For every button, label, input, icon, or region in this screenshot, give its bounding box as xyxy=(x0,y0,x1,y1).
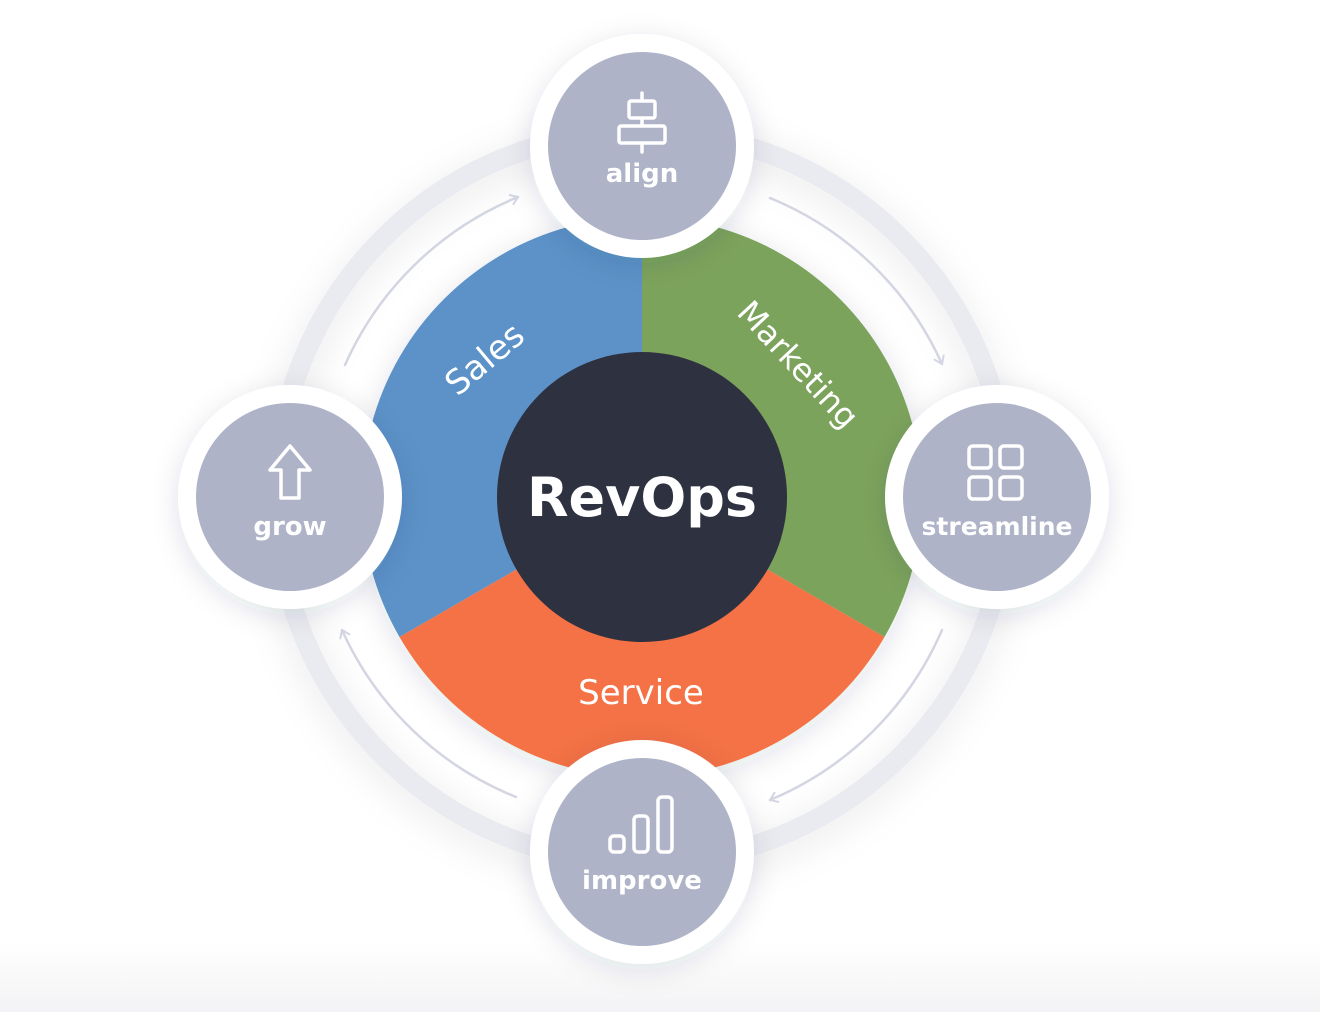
flow-arrow-improve-to-grow xyxy=(339,628,518,799)
center-circle xyxy=(497,352,787,642)
grid-icon xyxy=(967,444,1024,501)
node-improve[interactable]: improve xyxy=(530,740,754,964)
bar-chart-icon xyxy=(608,795,674,854)
flow-arrow-align-to-streamline xyxy=(768,196,945,366)
node-grow-label: grow xyxy=(253,512,326,542)
flow-arrows xyxy=(339,194,945,803)
node-streamline-fill xyxy=(903,403,1091,591)
node-streamline[interactable]: streamline xyxy=(885,385,1109,609)
node-grow[interactable]: grow xyxy=(178,385,402,609)
node-align[interactable]: align xyxy=(530,34,754,258)
center-label: RevOps xyxy=(527,466,757,529)
node-streamline-label: streamline xyxy=(922,512,1073,541)
arrow-up-icon xyxy=(268,444,312,500)
segment-label-service: Service xyxy=(578,673,704,713)
node-align-label: align xyxy=(606,159,679,189)
flow-arrow-grow-to-align xyxy=(343,194,520,367)
align-center-icon xyxy=(617,91,667,154)
node-improve-label: improve xyxy=(582,866,702,896)
flow-arrow-streamline-to-improve xyxy=(768,628,944,803)
